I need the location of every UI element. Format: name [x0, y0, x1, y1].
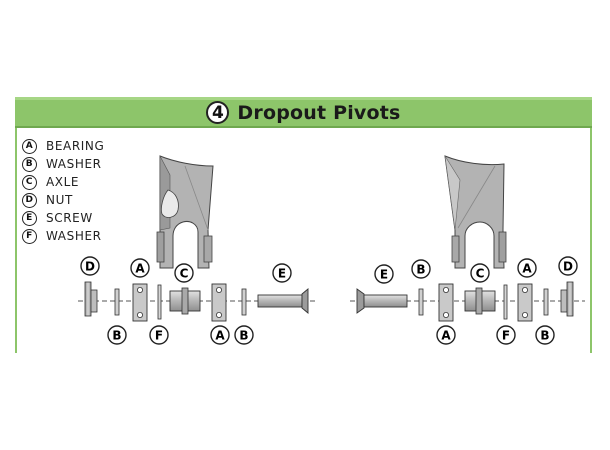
- callout-letter: A: [135, 262, 145, 276]
- callout-letter: D: [563, 260, 573, 274]
- callout-letter: E: [278, 267, 286, 281]
- instruction-panel: [15, 97, 592, 353]
- left-dropout-illustration: [156, 155, 214, 269]
- legend-letter-badge: A: [22, 138, 37, 154]
- legend-item: F WASHER: [22, 227, 104, 245]
- legend-part-name: BEARING: [46, 139, 105, 153]
- parts-legend: A BEARING B WASHER C AXLE D NUT E SCREW F WASH…: [22, 137, 104, 245]
- step-title: Dropout Pivots: [237, 101, 401, 124]
- callout-letter: B: [416, 263, 425, 277]
- callout-e-right-screw: E: [374, 264, 394, 284]
- callout-f-right-washer: F: [496, 325, 516, 345]
- legend-letter-badge: B: [22, 156, 37, 172]
- right-screw-part: [356, 288, 408, 314]
- callout-letter: A: [215, 329, 225, 343]
- callout-a-left-bearing-1: A: [130, 258, 150, 278]
- callout-letter: D: [85, 260, 95, 274]
- callout-letter: F: [155, 329, 163, 343]
- legend-item: A BEARING: [22, 137, 104, 155]
- callout-e-left-screw: E: [272, 263, 292, 283]
- left-washer-b1-part: [114, 288, 120, 316]
- callout-letter: B: [112, 329, 121, 343]
- callout-d-left-nut: D: [80, 256, 100, 276]
- right-washer-f-part: [503, 284, 508, 320]
- callout-letter: C: [180, 267, 189, 281]
- legend-letter-badge: F: [22, 228, 37, 244]
- step-header: 4 Dropout Pivots: [15, 97, 592, 128]
- callout-letter: C: [476, 267, 485, 281]
- legend-item: E SCREW: [22, 209, 104, 227]
- callout-b-left-washer-2: B: [234, 325, 254, 345]
- callout-letter: A: [522, 262, 532, 276]
- callout-b-right-washer-2: B: [535, 325, 555, 345]
- right-bearing-a1-part: [438, 283, 454, 322]
- right-nut-part: [560, 281, 574, 317]
- callout-letter: E: [380, 268, 388, 282]
- callout-a-right-bearing-1: A: [436, 325, 456, 345]
- legend-item: D NUT: [22, 191, 104, 209]
- left-bearing-a2-part: [211, 283, 227, 322]
- legend-part-name: WASHER: [46, 157, 102, 171]
- legend-letter-badge: E: [22, 210, 37, 226]
- callout-b-left-washer-1: B: [107, 325, 127, 345]
- callout-f-left-washer: F: [149, 325, 169, 345]
- callout-d-right-nut: D: [558, 256, 578, 276]
- legend-letter-badge: C: [22, 174, 37, 190]
- legend-item: B WASHER: [22, 155, 104, 173]
- legend-part-name: AXLE: [46, 175, 80, 189]
- legend-item: C AXLE: [22, 173, 104, 191]
- left-axle-part: [169, 287, 201, 315]
- callout-letter: B: [540, 329, 549, 343]
- right-axle-part: [464, 287, 496, 315]
- callout-c-left-axle: C: [174, 263, 194, 283]
- legend-part-name: NUT: [46, 193, 73, 207]
- callout-c-right-axle: C: [470, 263, 490, 283]
- callout-b-right-washer-1: B: [411, 259, 431, 279]
- callout-a-right-bearing-2: A: [517, 258, 537, 278]
- legend-part-name: SCREW: [46, 211, 93, 225]
- legend-letter-badge: D: [22, 192, 37, 208]
- step-number-badge: 4: [206, 101, 230, 124]
- left-washer-f-part: [157, 284, 162, 320]
- callout-letter: F: [502, 329, 510, 343]
- legend-part-name: WASHER: [46, 229, 102, 243]
- right-dropout-illustration: [444, 155, 507, 269]
- left-nut-part: [84, 281, 98, 317]
- callout-a-left-bearing-2: A: [210, 325, 230, 345]
- right-washer-b2-part: [543, 288, 549, 316]
- left-washer-b2-part: [241, 288, 247, 316]
- callout-letter: B: [239, 329, 248, 343]
- right-bearing-a2-part: [517, 283, 533, 322]
- left-bearing-a1-part: [132, 283, 148, 322]
- left-screw-part: [257, 288, 309, 314]
- right-washer-b1-part: [418, 288, 424, 316]
- callout-letter: A: [441, 329, 451, 343]
